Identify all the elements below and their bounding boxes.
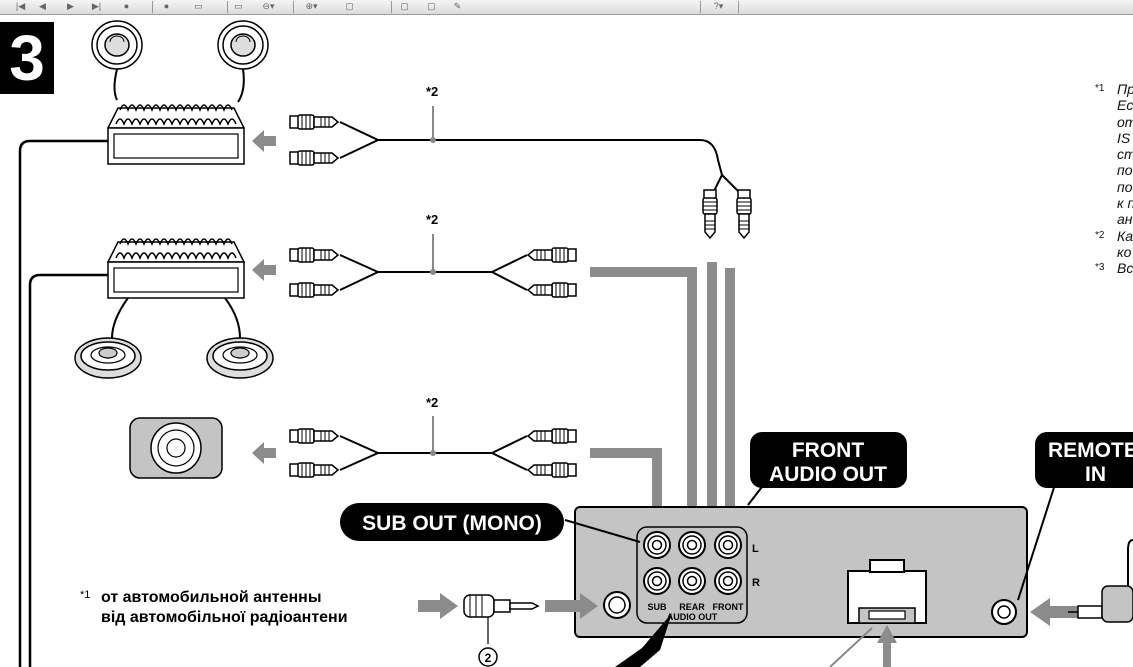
jack-front-label: FRONT xyxy=(713,602,744,612)
jack-sub-label: SUB xyxy=(647,602,667,612)
audio-out-label: AUDIO OUT xyxy=(667,612,718,622)
paste-icon[interactable]: ▭ xyxy=(234,1,243,11)
jack-rear-label: REAR xyxy=(679,602,705,612)
antenna-plug xyxy=(463,594,540,667)
wiring-diagram: FRONT AUDIO OUT SUB OUT (MONO) REMOTE IN… xyxy=(18,20,1133,667)
footnote: *1 Пр Ес от IS ст по по к п ан xyxy=(1095,81,1133,228)
power-wire-top xyxy=(18,139,108,667)
zoom-out-icon[interactable]: ⊖▾ xyxy=(262,1,275,11)
speaker-icon xyxy=(206,337,274,379)
footnote-line: ст xyxy=(1117,146,1133,163)
toolbar-separator xyxy=(227,1,228,13)
sub-left-jack xyxy=(643,531,671,559)
next-page-icon[interactable]: ▶ xyxy=(67,1,74,11)
go-forward-icon[interactable]: ● xyxy=(163,1,170,11)
speaker-icon xyxy=(74,337,142,379)
rear-right-jack xyxy=(678,567,706,595)
footnote-line: Ес xyxy=(1117,97,1133,114)
footnote-line: по xyxy=(1117,162,1133,179)
cable-note-mark: *2 xyxy=(426,395,438,410)
copy-icon[interactable]: ▭ xyxy=(194,1,203,11)
footnotes: *1 Пр Ес от IS ст по по к п ан *2 Ка ко … xyxy=(1095,81,1133,277)
rca-cable-bottom xyxy=(289,416,576,478)
toolbar-separator xyxy=(700,1,701,13)
single-page-icon[interactable]: ▢ xyxy=(345,1,354,11)
footnote-line: по xyxy=(1117,178,1133,195)
rca-cable-top xyxy=(289,106,751,238)
part-number-label: 2 xyxy=(485,651,492,665)
first-page-icon[interactable]: |◀ xyxy=(15,1,26,11)
speaker-icon xyxy=(91,20,143,70)
amplifier-icon xyxy=(107,104,245,165)
continuous-page-icon[interactable]: ▢ xyxy=(400,1,409,11)
footnote-mark: *2 xyxy=(1095,229,1105,241)
remote-in-label-line2: IN xyxy=(1085,463,1106,486)
footnote-line: от xyxy=(1117,113,1133,130)
channel-left-label: L xyxy=(752,543,759,555)
amplifier-icon xyxy=(107,238,245,299)
rca-cable-middle xyxy=(289,234,576,298)
cable-note-mark: *2 xyxy=(426,212,438,227)
zoom-in-icon[interactable]: ⊕▾ xyxy=(305,1,318,11)
facing-page-icon[interactable]: ▢ xyxy=(427,1,436,11)
prev-page-icon[interactable]: ◀ xyxy=(39,1,46,11)
remote-in-label-line1: REMOTE xyxy=(1048,439,1133,462)
front-right-jack xyxy=(714,567,742,595)
antenna-note-mark: *1 xyxy=(80,589,90,601)
footnote-mark: *1 xyxy=(1095,83,1105,94)
pdf-toolbar: |◀ ◀ ▶ ▶| ● ● ▭ ▭ ⊖▾ ⊕▾ ▢ ▢ ▢ ✎ ?▾ xyxy=(0,0,1133,15)
antenna-label-uk: від автомобільної радіоантени xyxy=(101,609,348,626)
remote-in-callout xyxy=(1035,432,1133,488)
sub-out-label: SUB OUT (MONO) xyxy=(362,512,542,535)
sub-out-callout xyxy=(340,503,564,541)
footnote-line: ан xyxy=(1117,211,1133,228)
remote-plug xyxy=(1068,539,1133,623)
footnote-line: Ка xyxy=(1117,227,1133,244)
front-audio-out-label-line2: AUDIO OUT xyxy=(769,463,887,486)
front-audio-out-callout xyxy=(750,432,907,488)
go-back-icon[interactable]: ● xyxy=(123,1,130,11)
toolbar-separator xyxy=(293,1,294,13)
footnote: *2 Ка ко xyxy=(1095,228,1133,261)
footnote-mark: *3 xyxy=(1095,262,1105,274)
front-left-jack xyxy=(714,531,742,559)
speaker-icon xyxy=(217,20,269,70)
sub-right-jack xyxy=(643,567,671,595)
antenna-label-ru: от автомобильной антенны xyxy=(101,589,322,606)
footnote-line: Вс xyxy=(1117,260,1133,277)
footnote-line: IS xyxy=(1117,129,1131,146)
channel-right-label: R xyxy=(752,577,760,589)
footnote-line: Пр xyxy=(1117,81,1133,97)
footnote-line: к п xyxy=(1117,195,1133,212)
footnote-line: ко xyxy=(1117,243,1132,260)
annotate-icon[interactable]: ✎ xyxy=(453,1,462,11)
last-page-icon[interactable]: ▶| xyxy=(91,1,102,11)
step-number: 3 xyxy=(0,22,54,94)
toolbar-separator xyxy=(152,1,153,13)
toolbar-separator xyxy=(738,1,739,13)
help-icon[interactable]: ?▾ xyxy=(713,1,724,11)
power-wire-middle xyxy=(28,273,108,667)
front-audio-out-label-line1: FRONT xyxy=(792,439,864,462)
footnote: *3 Вс xyxy=(1095,260,1133,276)
cable-note-mark: *2 xyxy=(426,84,438,99)
rear-left-jack xyxy=(678,531,706,559)
connection-paths xyxy=(590,262,735,518)
toolbar-separator xyxy=(391,1,392,13)
